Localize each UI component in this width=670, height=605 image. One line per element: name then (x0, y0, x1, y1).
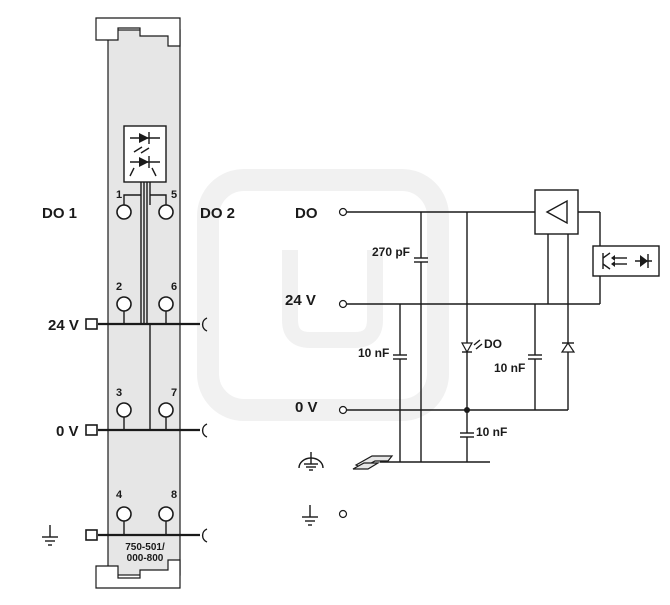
din-rail-icon (352, 455, 394, 470)
pin-label-7: 7 (171, 387, 177, 399)
node-24v (338, 299, 348, 309)
module-top-latch (95, 17, 181, 47)
pin-label-6: 6 (171, 281, 177, 293)
channel-label-do2: DO 2 (200, 205, 235, 222)
terminal-7[interactable] (158, 402, 174, 418)
schematic-label-24v: 24 V (285, 292, 316, 309)
connector-pe[interactable] (85, 529, 98, 541)
led-label: DO (484, 337, 502, 351)
terminal-6[interactable] (158, 296, 174, 312)
pin-label-4: 4 (116, 489, 123, 501)
schematic-label-0v: 0 V (295, 399, 318, 416)
schematic: DO 24 V 0 V 270 pF 10 nF DO (285, 189, 660, 526)
watermark-logo (197, 169, 449, 421)
optocoupler-output-icon (592, 245, 660, 277)
terminal-module: 1 5 2 6 3 7 4 8 750-501/ 000-800 (95, 17, 208, 589)
protective-earth-right-icon (302, 505, 318, 526)
cap-label-10nf-bottom: 10 nF (476, 425, 507, 439)
output-driver-icon (534, 189, 579, 235)
part-number-line2: 000-800 (127, 553, 164, 564)
bus-contact-pe (201, 528, 208, 543)
channel-label-do1: DO 1 (42, 205, 77, 222)
terminal-1[interactable] (116, 204, 132, 220)
protective-earth-icon (42, 525, 58, 546)
pin-label-3: 3 (116, 387, 122, 399)
optocoupler-icon (123, 125, 167, 183)
terminal-3[interactable] (116, 402, 132, 418)
connector-0v[interactable] (85, 424, 98, 436)
node-0v (338, 405, 348, 415)
led-icon (460, 342, 474, 354)
supply-label-0v: 0 V (56, 423, 79, 440)
terminal-8[interactable] (158, 506, 174, 522)
terminal-5[interactable] (158, 204, 174, 220)
chassis-earth-icon (298, 452, 324, 471)
terminal-4[interactable] (116, 506, 132, 522)
pin-label-2: 2 (116, 281, 122, 293)
diode-icon (560, 341, 576, 353)
node-pe (338, 509, 348, 519)
part-number-line1: 750-501/ (125, 542, 165, 553)
cap-label-270pf: 270 pF (372, 245, 410, 259)
pin-label-8: 8 (171, 489, 177, 501)
pin-label-1: 1 (116, 189, 122, 201)
bus-contact-24v (201, 317, 208, 332)
node-do (338, 207, 348, 217)
module-bottom-latch (95, 559, 181, 589)
cap-label-10nf-left: 10 nF (358, 346, 389, 360)
terminal-2[interactable] (116, 296, 132, 312)
supply-label-24v: 24 V (48, 317, 79, 334)
pin-label-5: 5 (171, 189, 177, 201)
schematic-label-do: DO (295, 205, 318, 222)
bus-contact-0v (201, 423, 208, 438)
connector-24v[interactable] (85, 318, 98, 330)
cap-label-10nf-right: 10 nF (494, 361, 525, 375)
